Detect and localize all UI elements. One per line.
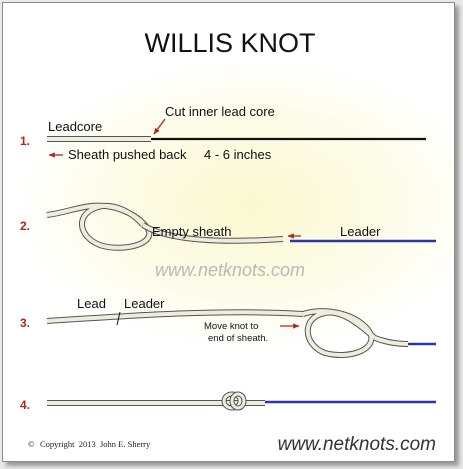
cut-core-label: Cut inner lead core — [165, 104, 275, 119]
diagram-card: WILLIS KNOT 1. Leadcore Cut inner lead c… — [2, 2, 455, 462]
empty-sheath-label: Empty sheath — [152, 224, 232, 239]
willis-knot-diagram: WILLIS KNOT 1. Leadcore Cut inner lead c… — [20, 28, 436, 455]
move-knot-label-1: Move knot to — [204, 321, 258, 332]
leadcore-label: Leadcore — [48, 119, 102, 134]
copyright-text: Copyright 2013 John E. Sherry — [40, 439, 151, 449]
step-3-number: 3. — [20, 316, 30, 330]
lead-leader-splice — [116, 311, 121, 326]
empty-sheath-knot — [46, 202, 284, 251]
watermark: www.netknots.com — [155, 260, 305, 280]
footer-site: www.netknots.com — [278, 434, 436, 455]
leader-label-step2: Leader — [340, 224, 381, 239]
step-2-number: 2. — [20, 219, 30, 233]
knot-step3 — [302, 308, 409, 358]
leader-label-step3: Leader — [124, 296, 165, 311]
lead-label: Lead — [77, 296, 106, 311]
copyright-symbol: © — [28, 439, 35, 449]
move-knot-label-2: end of sheath. — [208, 333, 268, 344]
step-1-number: 1. — [20, 134, 30, 148]
cut-core-arrow — [153, 118, 166, 135]
sheath-pushed-label: Sheath pushed back — [68, 147, 187, 162]
step-4-number: 4. — [20, 398, 30, 412]
finished-knot — [221, 391, 247, 411]
length-label: 4 - 6 inches — [204, 147, 272, 162]
sheath-with-leader — [46, 309, 304, 324]
page-title: WILLIS KNOT — [144, 28, 315, 58]
